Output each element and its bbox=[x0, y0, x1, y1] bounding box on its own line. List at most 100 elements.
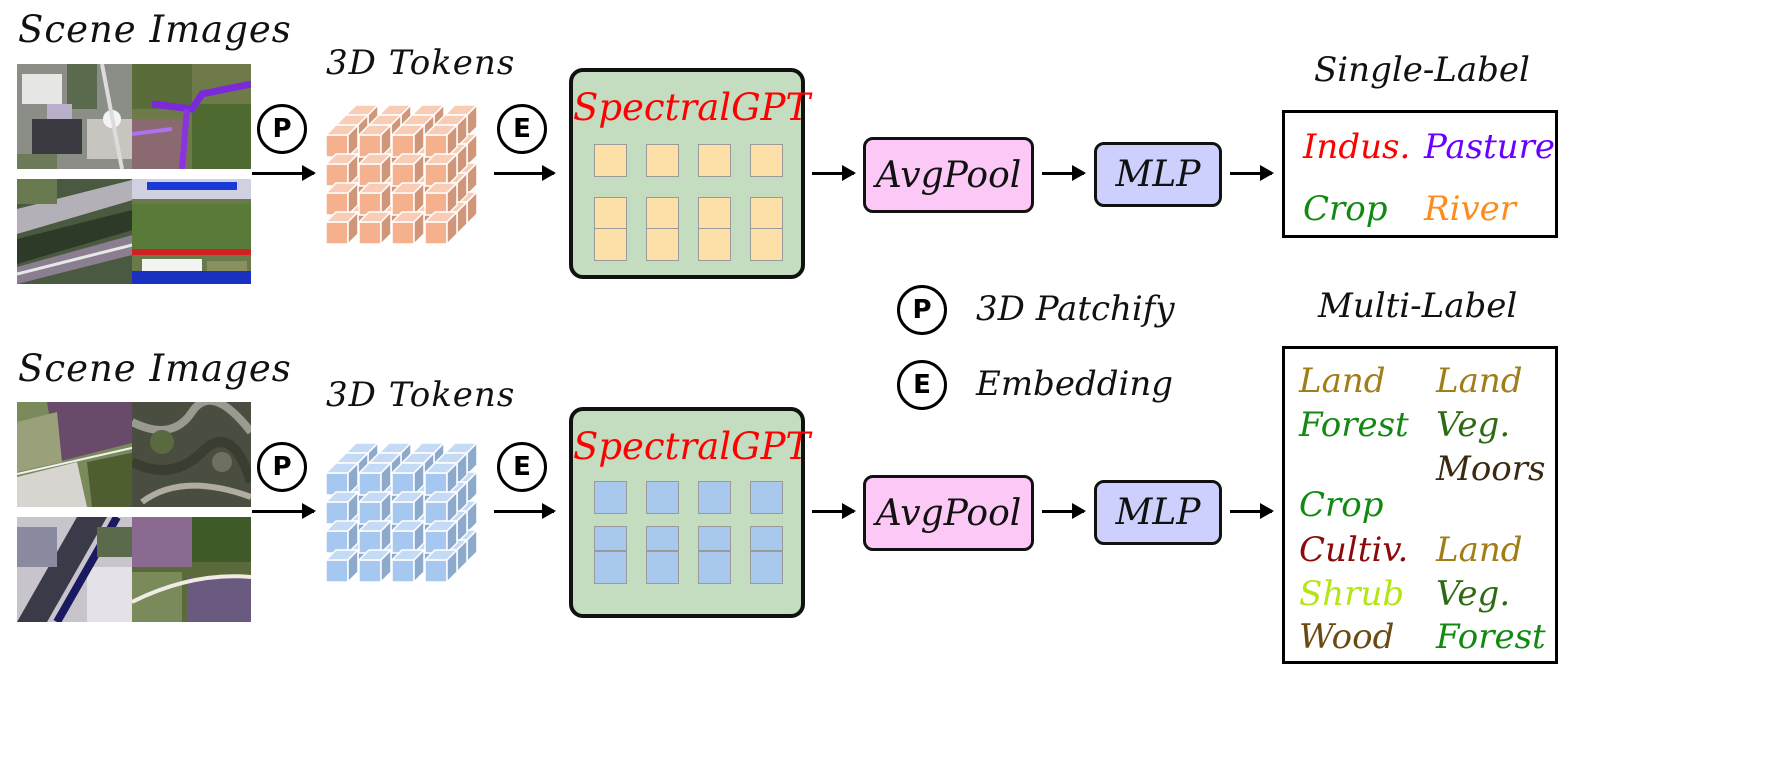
arrow bbox=[812, 503, 856, 519]
embedding-legend-label: Embedding bbox=[976, 364, 1174, 404]
arrow bbox=[1230, 503, 1274, 519]
arrow bbox=[494, 503, 556, 519]
token-cube-stack-1 bbox=[324, 103, 479, 246]
tokens-title-2: 3D Tokens bbox=[326, 375, 516, 415]
arrow bbox=[1042, 503, 1086, 519]
token-cube bbox=[423, 210, 459, 246]
mlp-block-1: MLP bbox=[1094, 142, 1222, 207]
class-label: Cultiv. bbox=[1299, 530, 1409, 570]
class-label: Moors bbox=[1436, 449, 1546, 489]
class-label: Veg. bbox=[1436, 574, 1511, 614]
token-cube bbox=[390, 548, 426, 584]
embedding-cell bbox=[594, 551, 627, 584]
embedding-cell bbox=[646, 144, 679, 177]
spectralgpt-title: SpectralGPT bbox=[573, 86, 811, 129]
embedding-cell bbox=[646, 197, 679, 230]
token-cube bbox=[324, 461, 360, 497]
token-cube bbox=[423, 519, 459, 555]
arrow bbox=[1042, 165, 1086, 181]
embedding-cell bbox=[698, 551, 731, 584]
embedding-cell bbox=[750, 526, 783, 551]
embedding-cell bbox=[698, 144, 731, 177]
patchify-legend-symbol: P bbox=[897, 285, 947, 335]
token-cube bbox=[423, 461, 459, 497]
embedding-cell bbox=[698, 526, 731, 551]
embedding-legend-symbol: E bbox=[897, 360, 947, 410]
class-label: Pasture bbox=[1424, 127, 1556, 167]
token-cube bbox=[390, 461, 426, 497]
token-cube bbox=[390, 490, 426, 526]
embedding-symbol-2: E bbox=[497, 442, 547, 492]
token-cube bbox=[324, 181, 360, 217]
scene-image-thumbnail bbox=[17, 402, 136, 507]
embedding-cell bbox=[750, 551, 783, 584]
embedding-symbol-1: E bbox=[497, 104, 547, 154]
embedding-cell bbox=[646, 481, 679, 514]
class-label: Shrub bbox=[1299, 574, 1405, 614]
class-label: Crop bbox=[1303, 189, 1388, 229]
scene-images-title-1: Scene Images bbox=[18, 8, 292, 51]
scene-image-thumbnail bbox=[17, 64, 136, 169]
token-cube bbox=[390, 181, 426, 217]
token-cube bbox=[324, 210, 360, 246]
token-cube bbox=[357, 461, 393, 497]
spectralgpt-block-1: SpectralGPT bbox=[569, 68, 811, 279]
scene-image-thumbnail bbox=[17, 179, 136, 284]
token-cube bbox=[423, 152, 459, 188]
patchify-legend-label: 3D Patchify bbox=[976, 289, 1175, 329]
token-cube bbox=[423, 123, 459, 159]
single-label-title: Single-Label bbox=[1314, 50, 1530, 90]
embedding-cell bbox=[698, 481, 731, 514]
embedding-cell bbox=[594, 228, 627, 261]
scene-image-thumbnail bbox=[132, 402, 251, 507]
arrow bbox=[812, 165, 856, 181]
class-label: Land bbox=[1436, 361, 1523, 401]
scene-image-thumbnail bbox=[132, 64, 251, 169]
class-label: Indus. bbox=[1303, 127, 1411, 167]
token-cube bbox=[390, 123, 426, 159]
embedding-cell bbox=[594, 197, 627, 230]
token-cube bbox=[357, 490, 393, 526]
token-cube bbox=[324, 490, 360, 526]
embedding-cell bbox=[646, 526, 679, 551]
tokens-title-1: 3D Tokens bbox=[326, 43, 516, 83]
arrow bbox=[494, 165, 556, 181]
embedding-cell bbox=[646, 551, 679, 584]
mlp-block-2: MLP bbox=[1094, 480, 1222, 545]
scene-images-title-2: Scene Images bbox=[18, 347, 292, 390]
token-cube bbox=[423, 181, 459, 217]
class-label: Forest bbox=[1436, 617, 1546, 657]
class-label: Crop bbox=[1299, 485, 1384, 525]
spectralgpt-title: SpectralGPT bbox=[573, 425, 811, 468]
token-cube bbox=[423, 548, 459, 584]
token-cube bbox=[357, 152, 393, 188]
arrow bbox=[252, 503, 316, 519]
token-cube bbox=[357, 548, 393, 584]
embedding-cell bbox=[698, 197, 731, 230]
arrow bbox=[1230, 165, 1274, 181]
patchify-symbol-2: P bbox=[257, 442, 307, 492]
avgpool-block-2: AvgPool bbox=[863, 475, 1034, 551]
class-label: Land bbox=[1299, 361, 1386, 401]
token-cube bbox=[324, 152, 360, 188]
token-cube bbox=[390, 210, 426, 246]
token-cube bbox=[357, 181, 393, 217]
token-cube bbox=[324, 519, 360, 555]
embedding-cell bbox=[594, 526, 627, 551]
single-label-output-box: Indus. Pasture Crop River bbox=[1282, 110, 1558, 238]
token-cube bbox=[324, 123, 360, 159]
patchify-symbol-1: P bbox=[257, 104, 307, 154]
scene-image-thumbnail bbox=[132, 179, 251, 284]
embedding-cell bbox=[594, 144, 627, 177]
embedding-cell bbox=[750, 144, 783, 177]
multi-label-title: Multi-Label bbox=[1318, 286, 1518, 326]
token-cube bbox=[357, 519, 393, 555]
token-cube bbox=[357, 123, 393, 159]
token-cube bbox=[390, 152, 426, 188]
multi-label-output-box: Land Land Forest Veg. Moors Crop Cultiv.… bbox=[1282, 346, 1558, 664]
class-label: Wood bbox=[1299, 617, 1395, 657]
embedding-cell bbox=[698, 228, 731, 261]
scene-image-thumbnail bbox=[132, 517, 251, 622]
spectralgpt-block-2: SpectralGPT bbox=[569, 407, 811, 618]
class-label: River bbox=[1424, 189, 1517, 229]
